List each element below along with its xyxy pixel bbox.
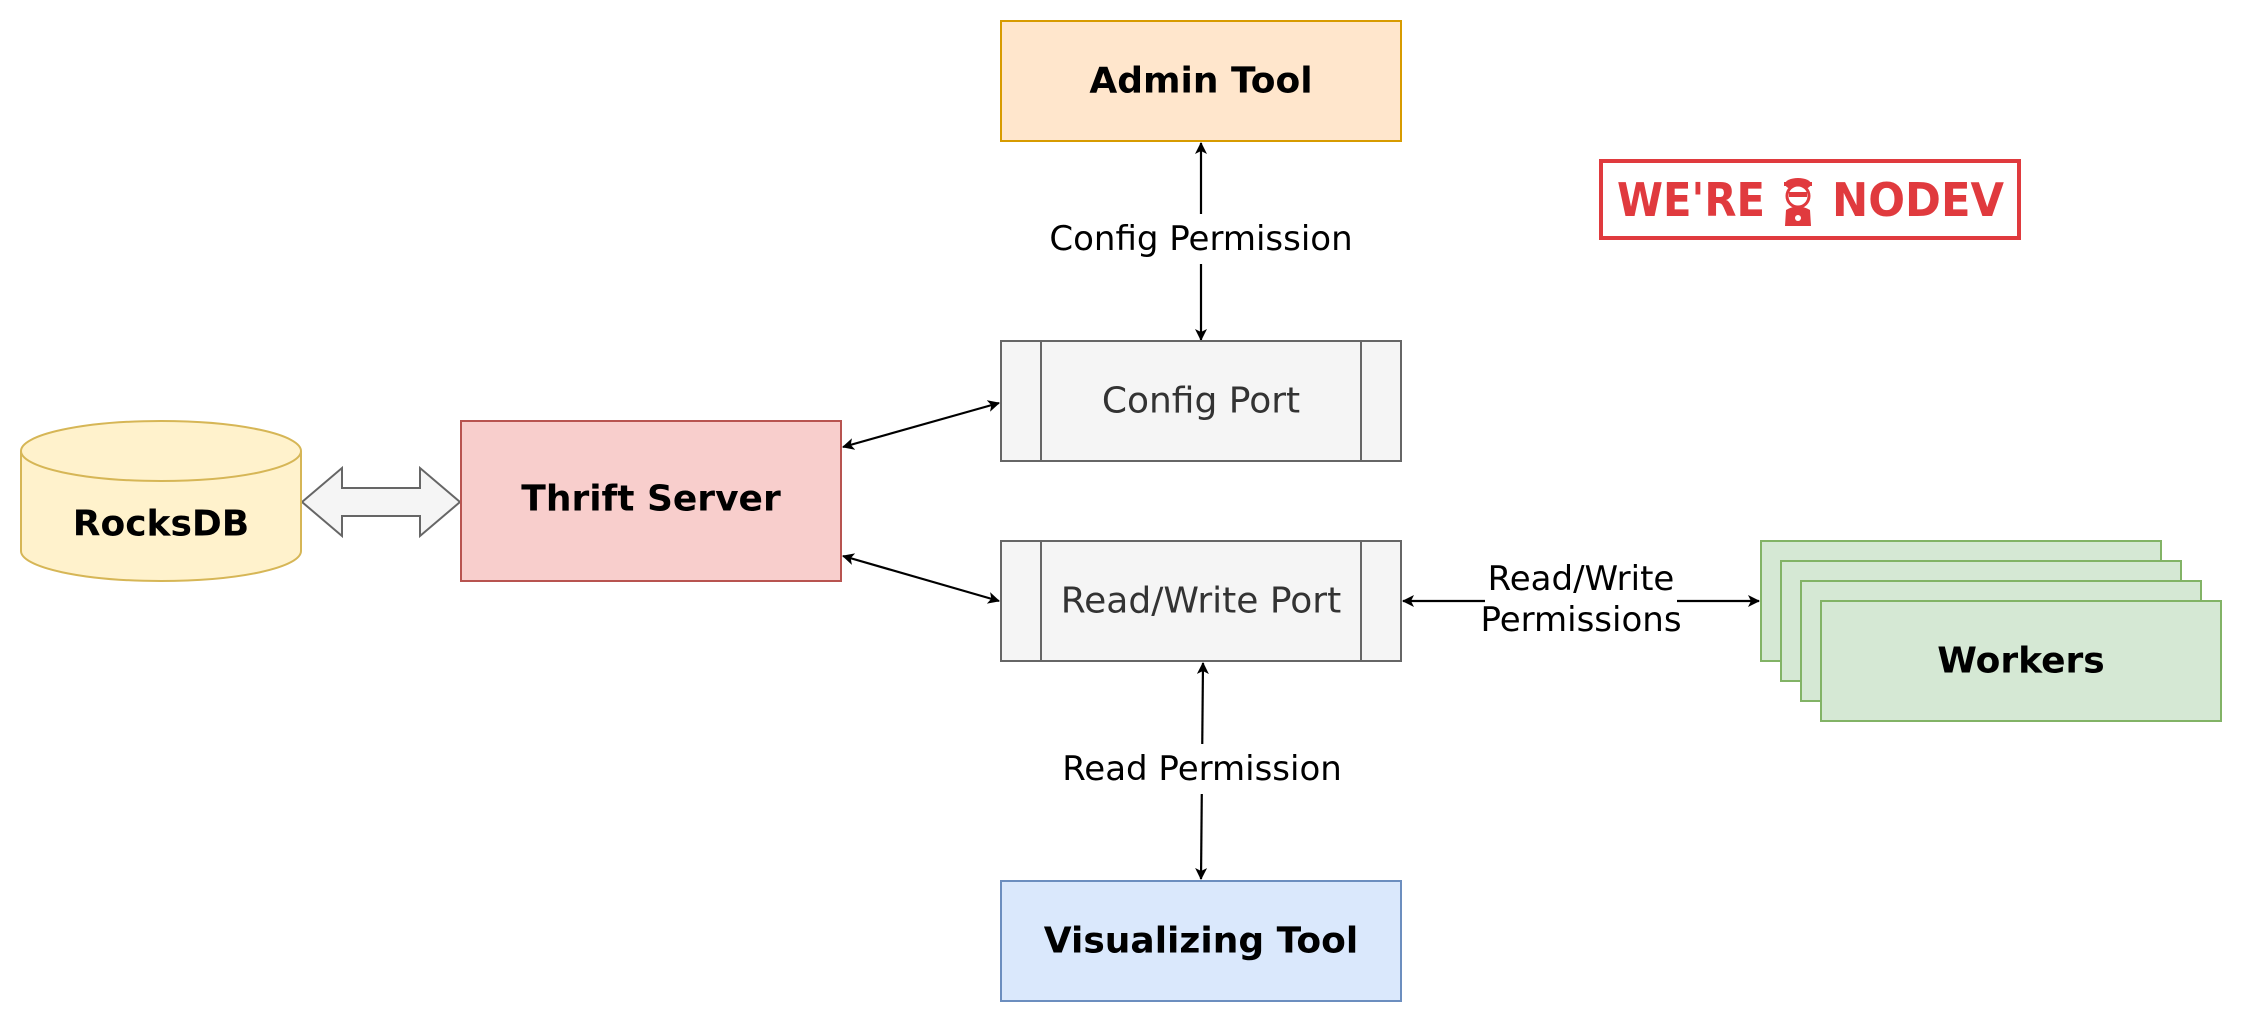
- read-write-port-node: Read/Write Port: [1000, 540, 1402, 662]
- admin-tool-node: Admin Tool: [1000, 20, 1402, 142]
- workers-node: Workers: [1760, 540, 2222, 722]
- logo-mascot-icon: [1784, 178, 1812, 226]
- config-port-label: Config Port: [1102, 381, 1300, 422]
- workers-stack-front: [1820, 600, 2222, 722]
- admin-tool-label: Admin Tool: [1089, 61, 1312, 102]
- rocksdb-thrift-double-arrow: [300, 465, 462, 539]
- nodev-logo: WE'RE NODEV: [1599, 159, 2021, 240]
- visualizing-tool-node: Visualizing Tool: [1000, 880, 1402, 1002]
- read-write-permissions-label-bg: [1485, 558, 1677, 642]
- logo-text-right: NODEV: [1832, 173, 2004, 227]
- config-permission-label: Config Permission: [1049, 219, 1352, 259]
- edge-thrift-config: [842, 400, 1000, 450]
- config-permission-label-bg: [1052, 214, 1350, 264]
- read-write-port-label: Read/Write Port: [1061, 581, 1341, 622]
- rocksdb-node: RocksDB: [20, 420, 302, 582]
- rocksdb-label: RocksDB: [73, 504, 249, 545]
- read-write-permissions-label-line1: Read/Write: [1488, 559, 1675, 599]
- thrift-server-node: Thrift Server: [460, 420, 842, 582]
- read-permission-label: Read Permission: [1062, 749, 1342, 789]
- visualizing-tool-label: Visualizing Tool: [1044, 921, 1358, 962]
- workers-label: Workers: [1937, 641, 2104, 682]
- edge-thrift-readwrite: [842, 553, 1000, 604]
- thrift-server-label: Thrift Server: [521, 479, 781, 520]
- logo-text-left: WE'RE: [1617, 173, 1765, 227]
- config-port-node: Config Port: [1000, 340, 1402, 462]
- read-permission-label-bg: [1063, 744, 1341, 794]
- read-write-permissions-label-line2: Permissions: [1480, 600, 1681, 640]
